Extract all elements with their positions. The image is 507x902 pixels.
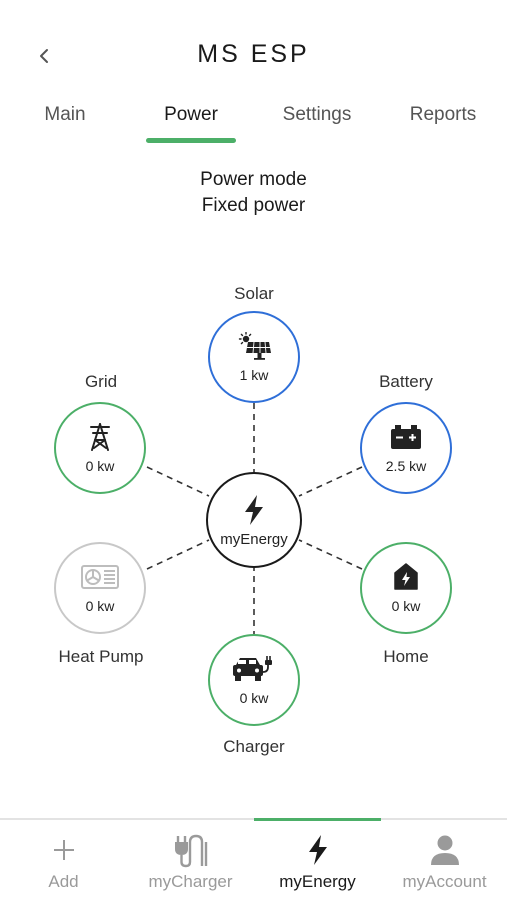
- tab-settings[interactable]: Settings: [282, 104, 352, 125]
- connection-lines: [146, 403, 363, 635]
- nav-add[interactable]: Add: [0, 820, 127, 902]
- home-value: 0 kw: [391, 598, 421, 614]
- car-charger-icon: [232, 654, 276, 684]
- lightning-bolt-icon: [242, 493, 266, 527]
- battery-label: Battery: [379, 372, 433, 391]
- myenergy-center-node[interactable]: myEnergy: [206, 472, 302, 568]
- energy-flow-diagram: Solar: [54, 284, 452, 756]
- grid-value: 0 kw: [85, 458, 115, 474]
- nav-add-label: Add: [48, 872, 79, 891]
- power-mode-value: Fixed power: [201, 195, 306, 216]
- nav-myenergy-label: myEnergy: [279, 872, 356, 891]
- battery-icon: [389, 422, 423, 452]
- connector-home: [298, 539, 363, 570]
- power-mode-section: Power mode Fixed power: [0, 167, 507, 219]
- power-mode-title: Power mode: [200, 169, 307, 190]
- tab-bar: Main Power Settings Reports: [0, 104, 507, 144]
- charger-label: Charger: [223, 737, 285, 756]
- connector-grid: [146, 466, 210, 497]
- connector-heat-pump: [146, 539, 210, 570]
- connector-battery: [298, 466, 363, 497]
- home-icon: [393, 562, 419, 592]
- nav-myaccount-label: myAccount: [402, 872, 487, 891]
- nav-myaccount[interactable]: myAccount: [381, 820, 507, 902]
- solar-panel-icon: [236, 331, 272, 361]
- heat-pump-icon: [81, 562, 119, 592]
- plus-icon: [52, 832, 76, 868]
- charger-node[interactable]: 0 kw: [208, 634, 300, 726]
- heat-pump-label: Heat Pump: [58, 647, 144, 666]
- heat-pump-node[interactable]: 0 kw: [54, 542, 146, 634]
- bottom-navigation: Add myCharger myEnergy: [0, 818, 507, 902]
- heat-pump-value: 0 kw: [85, 598, 115, 614]
- home-label: Home: [383, 647, 429, 666]
- grid-node[interactable]: 0 kw: [54, 402, 146, 494]
- charger-value: 0 kw: [239, 690, 269, 706]
- grid-label: Grid: [84, 372, 118, 391]
- solar-value: 1 kw: [239, 367, 269, 383]
- back-button[interactable]: [30, 38, 58, 74]
- solar-node[interactable]: 1 kw: [208, 311, 300, 403]
- tab-main[interactable]: Main: [44, 104, 86, 125]
- lightning-bolt-icon: [306, 832, 330, 868]
- battery-value: 2.5 kw: [385, 458, 427, 474]
- chevron-left-icon: [40, 49, 48, 63]
- solar-label: Solar: [234, 284, 274, 303]
- active-nav-indicator: [254, 818, 381, 821]
- tab-reports[interactable]: Reports: [409, 104, 477, 125]
- nav-mycharger-label: myCharger: [148, 872, 233, 891]
- nav-mycharger[interactable]: myCharger: [127, 820, 254, 902]
- charger-plug-icon: [173, 832, 209, 868]
- home-node[interactable]: 0 kw: [360, 542, 452, 634]
- power-tower-icon: [87, 422, 113, 452]
- person-icon: [430, 832, 460, 868]
- tab-power[interactable]: Power: [164, 104, 218, 125]
- battery-node[interactable]: 2.5 kw: [360, 402, 452, 494]
- center-label: myEnergy: [220, 530, 288, 548]
- nav-myenergy[interactable]: myEnergy: [254, 820, 381, 902]
- page-title: MS ESP: [197, 40, 310, 68]
- active-tab-indicator: [146, 138, 236, 143]
